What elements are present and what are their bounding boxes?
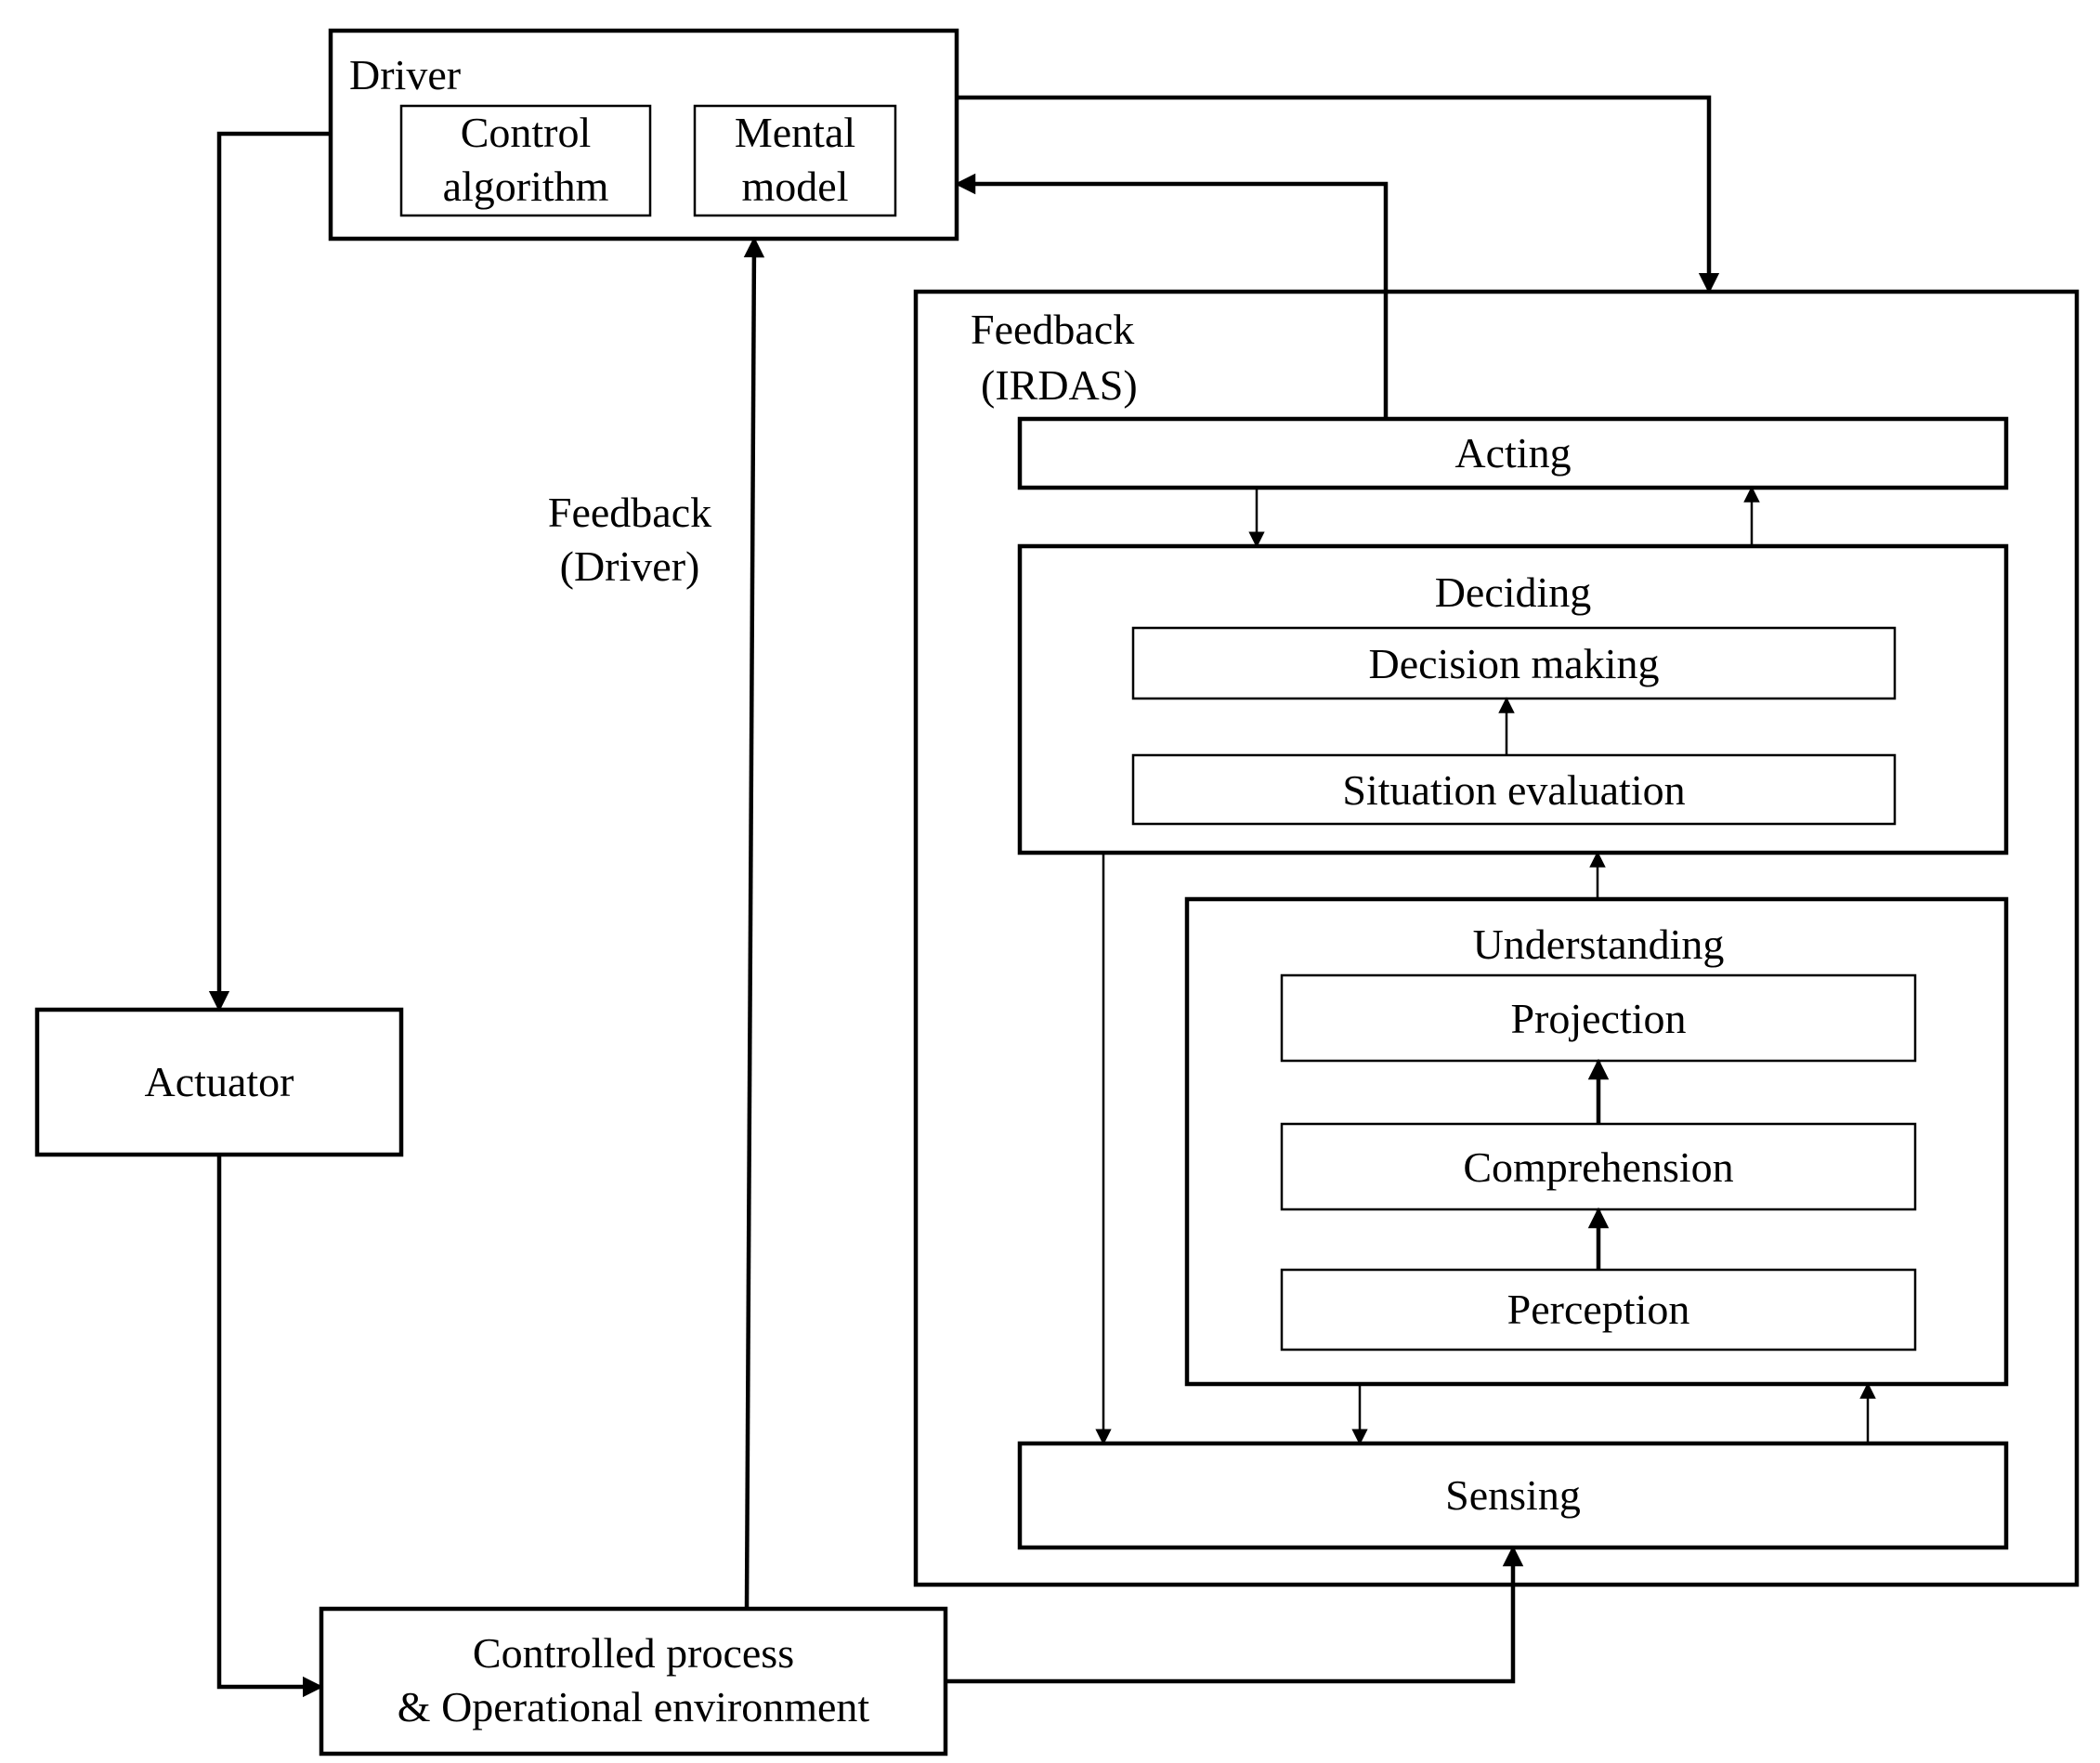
situation-evaluation-label: Situation evaluation (1342, 766, 1685, 814)
control-algorithm-label-line2: algorithm (443, 163, 609, 210)
feedback-driver-label-line1: Feedback (548, 489, 711, 536)
driver-title: Driver (349, 51, 461, 98)
control-algorithm-box (399, 104, 652, 217)
mental-model-label-line2: model (742, 163, 849, 210)
understanding-title: Understanding (1473, 921, 1725, 968)
situation-evaluation-box (1131, 753, 1897, 826)
acting-box (1017, 416, 2009, 490)
feedback-driver-label-line2: (Driver) (560, 542, 700, 590)
mental-model-label-line1: Mental (735, 109, 855, 156)
acting-label: Acting (1454, 429, 1571, 477)
control-algorithm-label-line1: Control (461, 109, 592, 156)
controlled-process-label-line2: & Operational environment (398, 1683, 870, 1730)
actuator-block: Actuator (34, 1007, 404, 1157)
arrow-driver-to-actuator (208, 131, 331, 1012)
driver-block: Driver Control algorithm Mental model (328, 28, 959, 242)
arrow-actuator-to-controlled-process (216, 1155, 324, 1698)
mental-model-box (693, 104, 897, 217)
arrow-controlled-process-to-sensing (946, 1545, 1524, 1684)
perception-label: Perception (1507, 1286, 1690, 1333)
decision-making-label: Decision making (1369, 640, 1660, 687)
arrow-driver-to-irdas (957, 95, 1720, 294)
controlled-process-label-line1: Controlled process (473, 1629, 794, 1677)
connectors (208, 95, 1876, 1698)
projection-label: Projection (1510, 995, 1686, 1042)
feedback-driver-label: Feedback (Driver) (548, 489, 711, 590)
feedback-irdas-label-line1: Feedback (971, 306, 1134, 353)
projection-box (1280, 973, 1917, 1063)
arrow-feedback-driver (743, 236, 765, 1610)
actuator-box (34, 1007, 404, 1157)
arrow-acting-to-mental-model (954, 173, 1389, 419)
deciding-title: Deciding (1435, 568, 1592, 616)
controlled-process-block: Controlled process & Operational environ… (319, 1606, 948, 1756)
comprehension-label: Comprehension (1463, 1143, 1733, 1191)
sensing-label: Sensing (1445, 1471, 1581, 1519)
controlled-process-box (319, 1606, 948, 1756)
irdas-block: Feedback (IRDAS) Acting Deciding Decisio… (913, 289, 2080, 1587)
actuator-label: Actuator (145, 1058, 294, 1105)
feedback-irdas-label-line2: (IRDAS) (981, 361, 1138, 409)
